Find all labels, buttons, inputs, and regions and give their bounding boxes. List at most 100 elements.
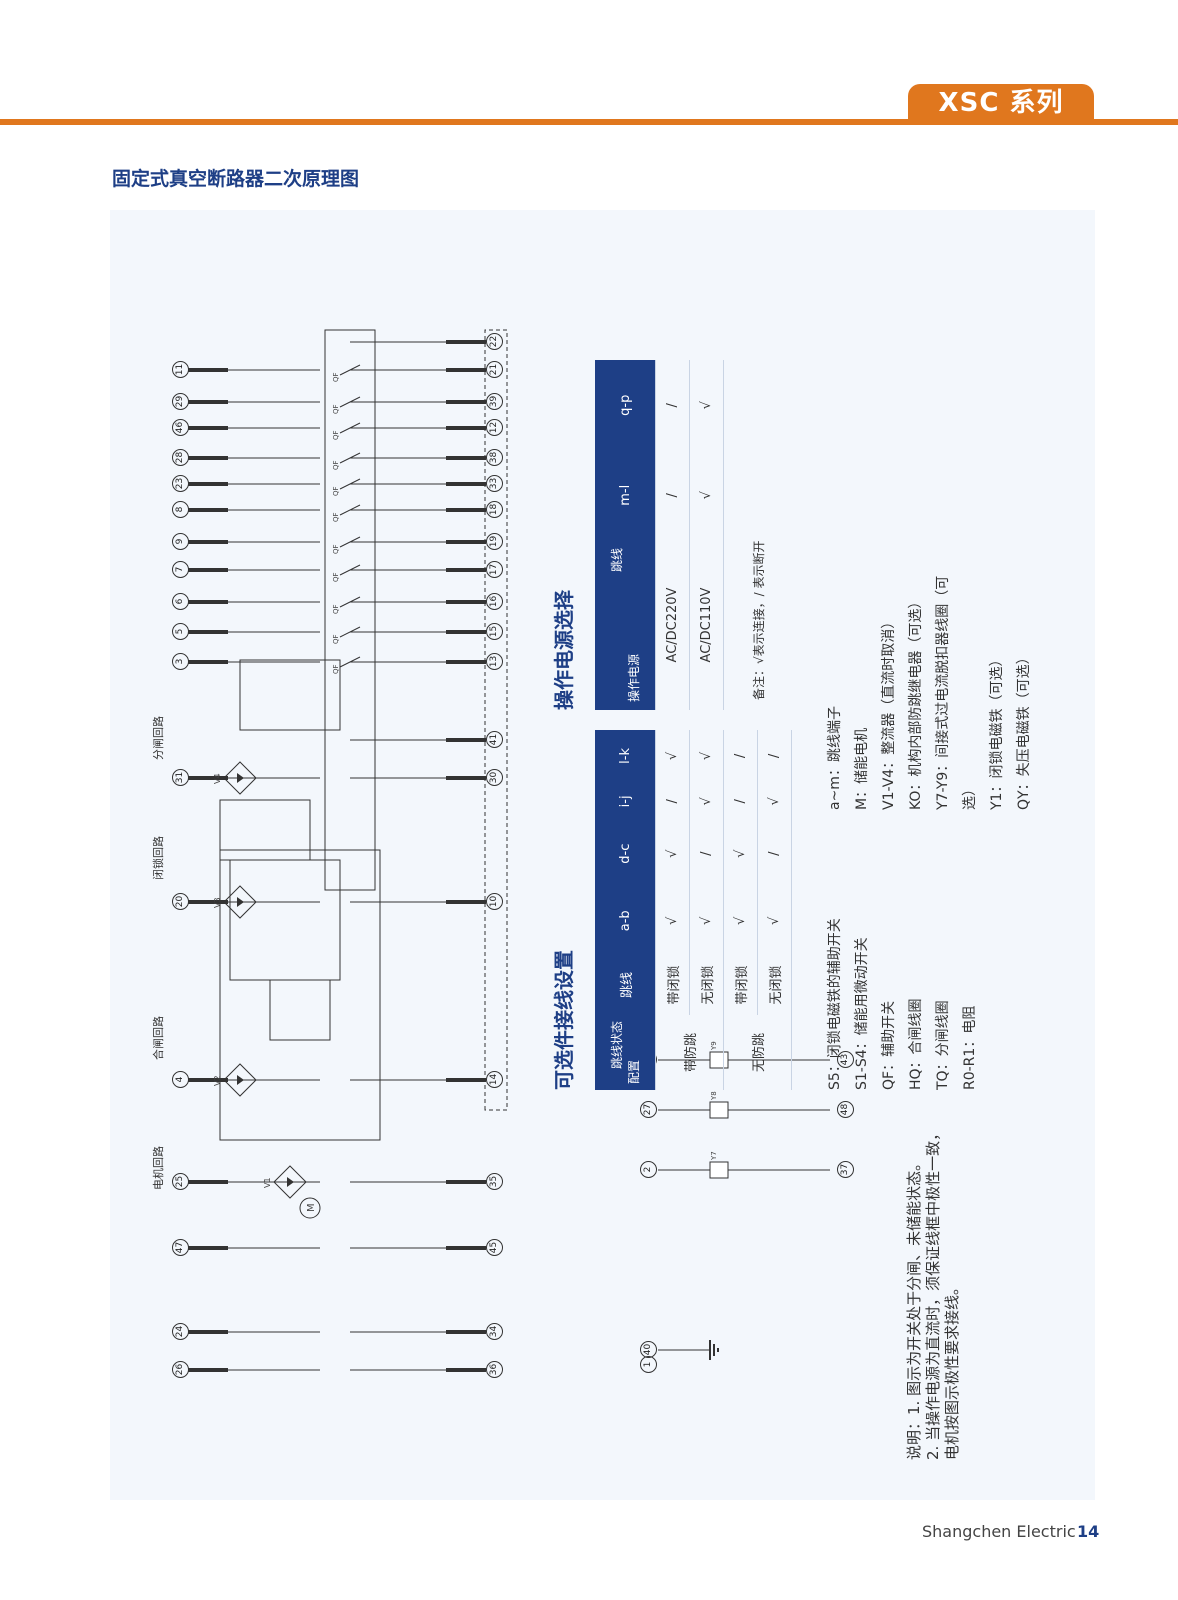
- terminal-frame: [484, 329, 508, 1111]
- row-label: 带闭锁: [723, 955, 758, 1015]
- component-label: QF: [332, 572, 340, 582]
- diode: [237, 773, 244, 783]
- terminal-bottom: 19: [486, 533, 503, 550]
- notes: 说明：1. 图示为开关处于分闸、未储能状态。2. 当操作电源为直流时，须保证线框…: [905, 1126, 962, 1460]
- contact: [339, 364, 361, 376]
- terminal-top: 28: [172, 449, 189, 466]
- table-cell: √: [757, 886, 792, 955]
- terminal-bottom: 18: [486, 501, 503, 518]
- legend-item: KO：机构内部防跳继电器（可选）: [908, 594, 924, 810]
- terminal-bottom: 12: [486, 419, 503, 436]
- column-header: m-l: [595, 450, 656, 540]
- component-label: V3: [213, 897, 222, 908]
- legend-item: R0-R1：电阻: [962, 1005, 978, 1090]
- column-header: d-c: [595, 820, 656, 887]
- terminal-aux-bottom: 37: [837, 1161, 854, 1178]
- table-cell: √: [757, 781, 792, 821]
- component-label: Y7: [710, 1151, 718, 1161]
- table-corner: 跳线操作电源: [595, 540, 656, 710]
- corner-top: 跳线状态: [610, 1021, 624, 1070]
- terminal-top: 26: [172, 1361, 189, 1378]
- terminal-aux-top: 40: [640, 1341, 657, 1358]
- terminal-top: 31: [172, 769, 189, 786]
- corner-top: 跳线: [610, 548, 624, 573]
- terminal-top: 6: [172, 593, 189, 610]
- row-label: AC/DC220V: [655, 540, 690, 710]
- contact: [339, 452, 361, 464]
- table-cell: √: [723, 820, 758, 887]
- legend-item: QF：辅助开关: [881, 1000, 897, 1090]
- terminal-aux-top: 2: [640, 1161, 657, 1178]
- component-label: QF: [332, 664, 340, 674]
- table-cell: √: [689, 781, 724, 821]
- terminal-top: 5: [172, 623, 189, 640]
- component-label: QF: [332, 512, 340, 522]
- terminal-bottom: 36: [486, 1361, 503, 1378]
- coil: [709, 1051, 729, 1069]
- contact: [339, 626, 361, 638]
- coil: [709, 1101, 729, 1119]
- diode: [237, 1075, 244, 1085]
- motor-circuit-label: 电机回路: [152, 1146, 165, 1190]
- table-cell: /: [757, 820, 792, 887]
- table-cell: /: [723, 781, 758, 821]
- terminal-top: 4: [172, 1071, 189, 1088]
- lock-circuit-label: 闭锁回路: [152, 836, 165, 880]
- anti-trip-block: [269, 979, 331, 1041]
- terminal-bottom: 22: [486, 333, 503, 350]
- component-label: QF: [332, 404, 340, 414]
- group-label: 无防跳: [723, 1015, 792, 1090]
- legend-item: a~m：跳线端子: [827, 706, 843, 810]
- table-cell: /: [655, 360, 690, 451]
- table-cell: √: [689, 730, 724, 782]
- column-header: i-j: [595, 781, 656, 821]
- terminal-bottom: 38: [486, 449, 503, 466]
- terminal-aux-top: 1: [640, 1356, 657, 1373]
- note-line: 电机按图示极性要求接线。: [943, 1279, 961, 1460]
- footer-brand: Shangchen Electric ·: [922, 1522, 1086, 1541]
- table-cell: √: [723, 886, 758, 955]
- component-label: Y9: [710, 1041, 718, 1051]
- power-remark: 备注：√表示连接，/ 表示断开: [752, 540, 766, 700]
- terminal-aux-top: 27: [640, 1101, 657, 1118]
- contact: [339, 596, 361, 608]
- section-title: 固定式真空断路器二次原理图: [112, 168, 360, 190]
- table-cell: √: [655, 730, 690, 782]
- control-frame: [219, 849, 381, 1141]
- component-label: V1: [263, 1177, 272, 1188]
- terminal-top: 11: [172, 361, 189, 378]
- table-cell: /: [723, 730, 758, 782]
- optional-table-title: 可选件接线设置: [552, 950, 576, 1090]
- legend-item: QY：失压电磁铁（可选）: [1016, 650, 1032, 810]
- legend-item: 选）: [962, 782, 978, 810]
- terminal-bottom: 33: [486, 475, 503, 492]
- legend-item: TQ：分闸线圈: [935, 1000, 951, 1090]
- terminal-bottom: 35: [486, 1173, 503, 1190]
- terminal-top: 9: [172, 533, 189, 550]
- series-tab: XSC 系列: [908, 84, 1094, 122]
- terminal-bottom: 15: [486, 623, 503, 640]
- row-label: 带闭锁: [655, 955, 690, 1015]
- rectifier: [223, 1063, 257, 1097]
- row-label: 无闭锁: [757, 955, 792, 1015]
- rectifier: [223, 885, 257, 919]
- contact: [339, 478, 361, 490]
- contact: [339, 536, 361, 548]
- terminal-bottom: 17: [486, 561, 503, 578]
- aux-switch-block: [324, 329, 376, 891]
- terminal-bottom: 45: [486, 1239, 503, 1256]
- component-label: Y8: [710, 1091, 718, 1101]
- contact: [339, 564, 361, 576]
- column-header: l-k: [595, 730, 656, 782]
- rectifier: [273, 1165, 307, 1199]
- page-number: 14: [1077, 1522, 1100, 1541]
- component-label: QF: [332, 634, 340, 644]
- table-cell: √: [655, 820, 690, 887]
- terminal-bottom: 39: [486, 393, 503, 410]
- terminal-top: 47: [172, 1239, 189, 1256]
